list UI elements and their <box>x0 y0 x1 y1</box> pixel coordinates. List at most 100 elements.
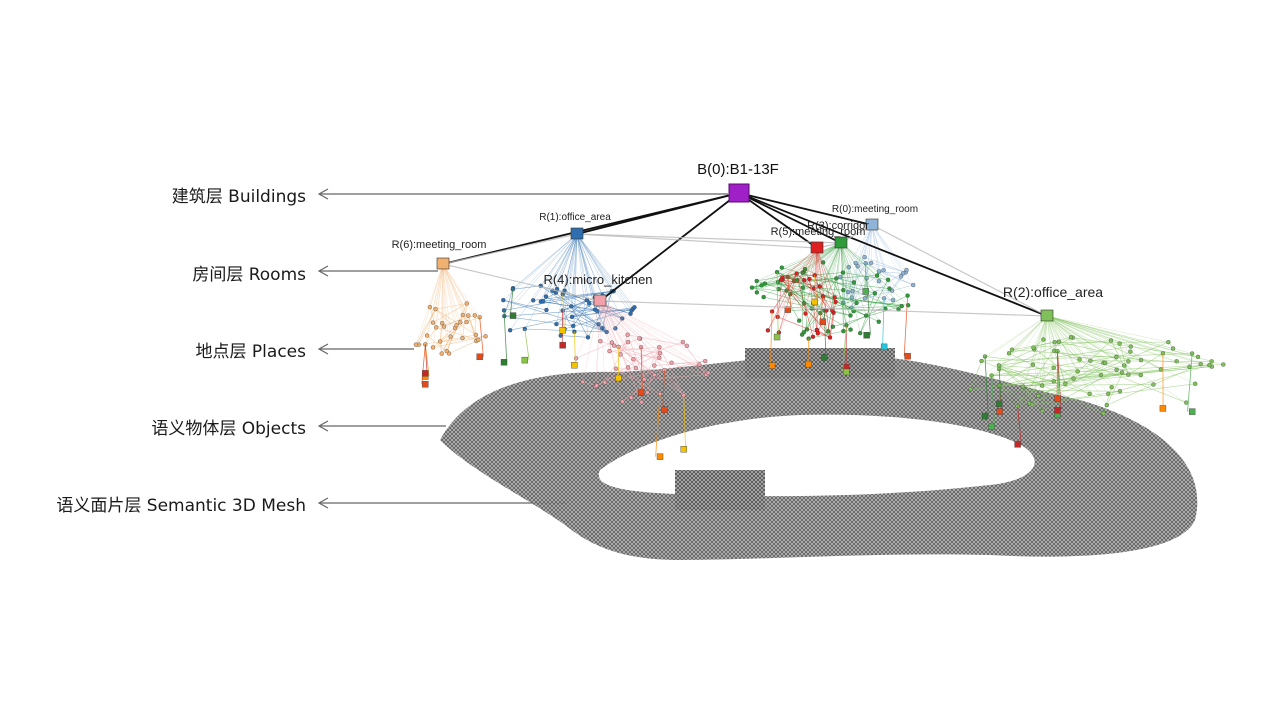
place-node <box>807 276 812 282</box>
place-edge <box>998 365 1129 375</box>
place-node <box>427 304 433 310</box>
place-edge <box>571 306 635 318</box>
place-node <box>612 343 617 348</box>
room-place-edge <box>840 242 851 316</box>
place-node <box>637 336 642 341</box>
room-place-edge <box>546 233 578 311</box>
place-edge <box>448 340 477 354</box>
place-edge <box>659 346 709 373</box>
place-edge <box>440 334 476 342</box>
place-node <box>1068 335 1074 340</box>
room-place-edge <box>441 263 444 354</box>
place-node <box>1198 361 1203 367</box>
room-place-edge <box>564 233 578 291</box>
place-edge <box>771 273 797 312</box>
place-node <box>887 286 892 291</box>
place-edge <box>1053 350 1066 384</box>
room-place-edge <box>576 233 596 310</box>
place-object-edge <box>999 385 1001 412</box>
place-node <box>476 337 481 342</box>
object-node <box>422 370 429 377</box>
place-node <box>544 307 549 313</box>
place-edge <box>767 273 797 331</box>
place-object-edge <box>991 375 996 427</box>
place-edge <box>595 309 623 319</box>
place-edge <box>859 279 889 334</box>
place-edge <box>441 336 451 354</box>
place-node <box>631 357 636 362</box>
place-node <box>858 330 863 336</box>
place-node <box>657 345 662 350</box>
place-node <box>818 311 823 316</box>
place-node <box>1087 391 1092 397</box>
layer-arrows <box>317 188 728 509</box>
place-node <box>657 351 663 356</box>
place-node <box>464 301 469 306</box>
room-place-edge <box>1011 315 1048 350</box>
room-place-edge <box>599 300 706 362</box>
place-node <box>885 277 891 282</box>
place-edge <box>618 346 684 396</box>
place-edge <box>1103 387 1112 414</box>
building-room-edge <box>738 192 842 244</box>
room-place-edge <box>1046 315 1104 414</box>
place-node <box>1088 358 1093 363</box>
place-node <box>633 365 639 371</box>
room-place-edge <box>816 247 821 287</box>
place-node <box>628 395 634 400</box>
place-edge <box>814 275 827 311</box>
room-label: R(1):office_area <box>539 212 611 223</box>
object-node <box>863 331 870 339</box>
place-edge <box>824 293 875 311</box>
place-node <box>817 284 822 289</box>
room-place-edge <box>840 242 855 283</box>
room-place-edge <box>442 263 468 304</box>
room-place-edge <box>866 224 873 279</box>
arrow-objects <box>317 420 446 432</box>
place-node <box>1052 340 1057 345</box>
room-place-edge <box>1046 315 1121 392</box>
room-label: R(2):office_area <box>1003 284 1103 300</box>
room-node: R(1):office_area <box>539 212 611 240</box>
room-place-edge <box>599 300 613 343</box>
object-node <box>422 381 429 388</box>
room-place-edge <box>552 233 578 291</box>
place-node <box>1075 369 1080 374</box>
room-place-edge <box>442 263 450 354</box>
place-node <box>433 306 438 312</box>
room-place-edge <box>599 300 632 398</box>
place-node <box>876 319 881 324</box>
place-edge <box>778 288 902 307</box>
place-edge <box>998 365 1090 395</box>
place-edge <box>1017 367 1054 407</box>
place-node <box>848 313 853 318</box>
place-edge <box>1054 350 1187 403</box>
place-edge <box>999 364 1034 386</box>
place-edge <box>664 369 684 396</box>
place-edge <box>1008 336 1071 354</box>
room-place-edge <box>848 224 873 268</box>
place-node <box>827 335 833 340</box>
room-room-edge <box>576 233 818 249</box>
object-node <box>981 412 989 420</box>
object-node <box>661 406 668 413</box>
place-node <box>569 314 575 320</box>
place-node <box>697 362 702 367</box>
place-edge <box>851 269 907 309</box>
room-place-edge <box>599 300 642 348</box>
place-node <box>680 339 686 345</box>
room-place-edge <box>1046 315 1174 349</box>
place-node <box>1077 357 1082 362</box>
place-node <box>618 352 623 357</box>
place-node <box>1051 379 1056 384</box>
room-place-edge <box>816 247 819 334</box>
object-node <box>1159 405 1167 412</box>
place-node <box>1166 339 1171 345</box>
place-edge <box>1058 341 1080 360</box>
place-object-edge <box>903 295 909 357</box>
place-object-edge <box>1017 406 1022 445</box>
object-node <box>1188 408 1196 415</box>
room-place-edge <box>840 242 902 307</box>
place-object-edge <box>984 356 989 417</box>
arrow-buildings <box>317 188 728 200</box>
